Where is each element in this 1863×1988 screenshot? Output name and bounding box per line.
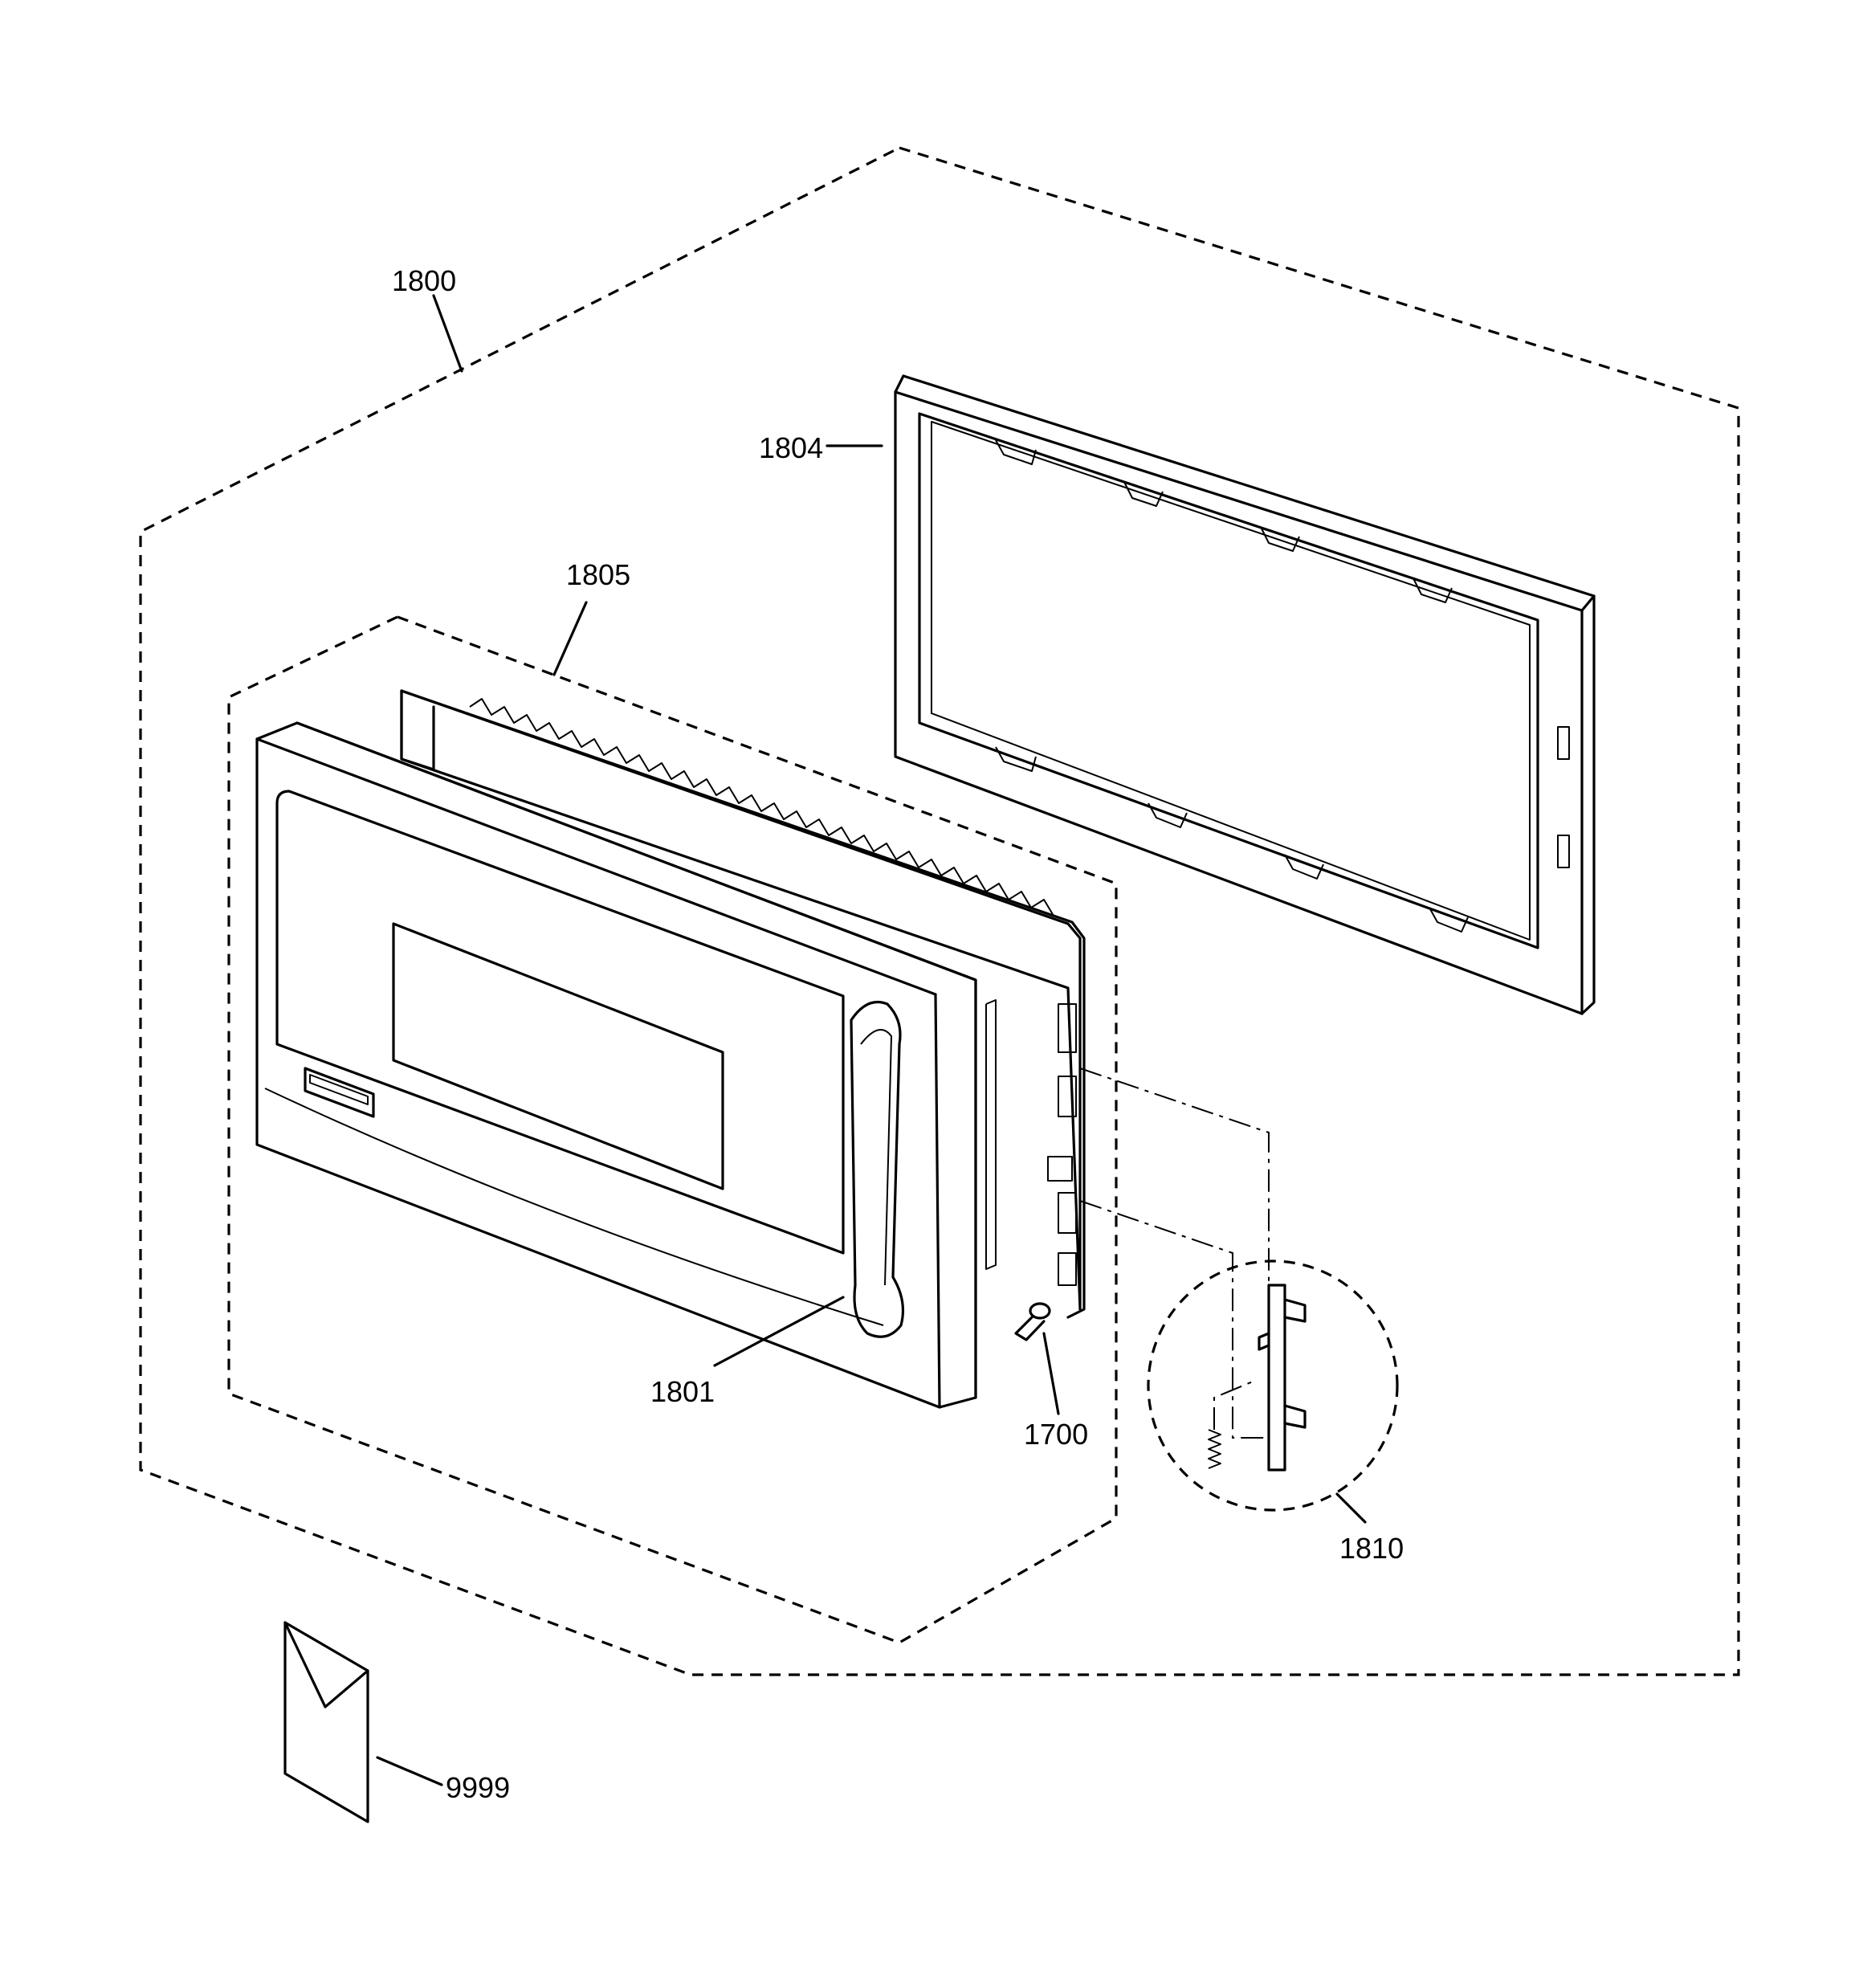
callout-1801: 1801 [650, 1375, 715, 1408]
door-frame-1805 [400, 689, 1086, 1319]
callout-1700: 1700 [1024, 1418, 1088, 1451]
leader-1805 [552, 601, 588, 676]
latch-leader-top [1079, 1067, 1270, 1317]
literature-envelope-9999 [283, 1621, 369, 1823]
leader-1800 [432, 294, 463, 373]
leader-1801 [713, 1296, 845, 1367]
callout-1805: 1805 [566, 558, 630, 591]
leader-9999 [376, 1756, 443, 1786]
latch-spring [1208, 1381, 1254, 1469]
callout-1810: 1810 [1339, 1532, 1404, 1565]
latch-detail-circle [1147, 1259, 1399, 1512]
leader-1810 [1335, 1492, 1367, 1524]
callout-1800: 1800 [392, 264, 456, 297]
latch-key-1810 [1258, 1284, 1307, 1472]
callout-1804: 1804 [759, 431, 823, 464]
door-panel-1801 [255, 721, 977, 1409]
latch-leader-bottom [1079, 1200, 1269, 1439]
leader-1700 [1042, 1332, 1060, 1415]
callout-9999: 9999 [446, 1771, 510, 1804]
choke-frame-1804 [894, 374, 1596, 1015]
screw-1700 [1014, 1302, 1051, 1341]
